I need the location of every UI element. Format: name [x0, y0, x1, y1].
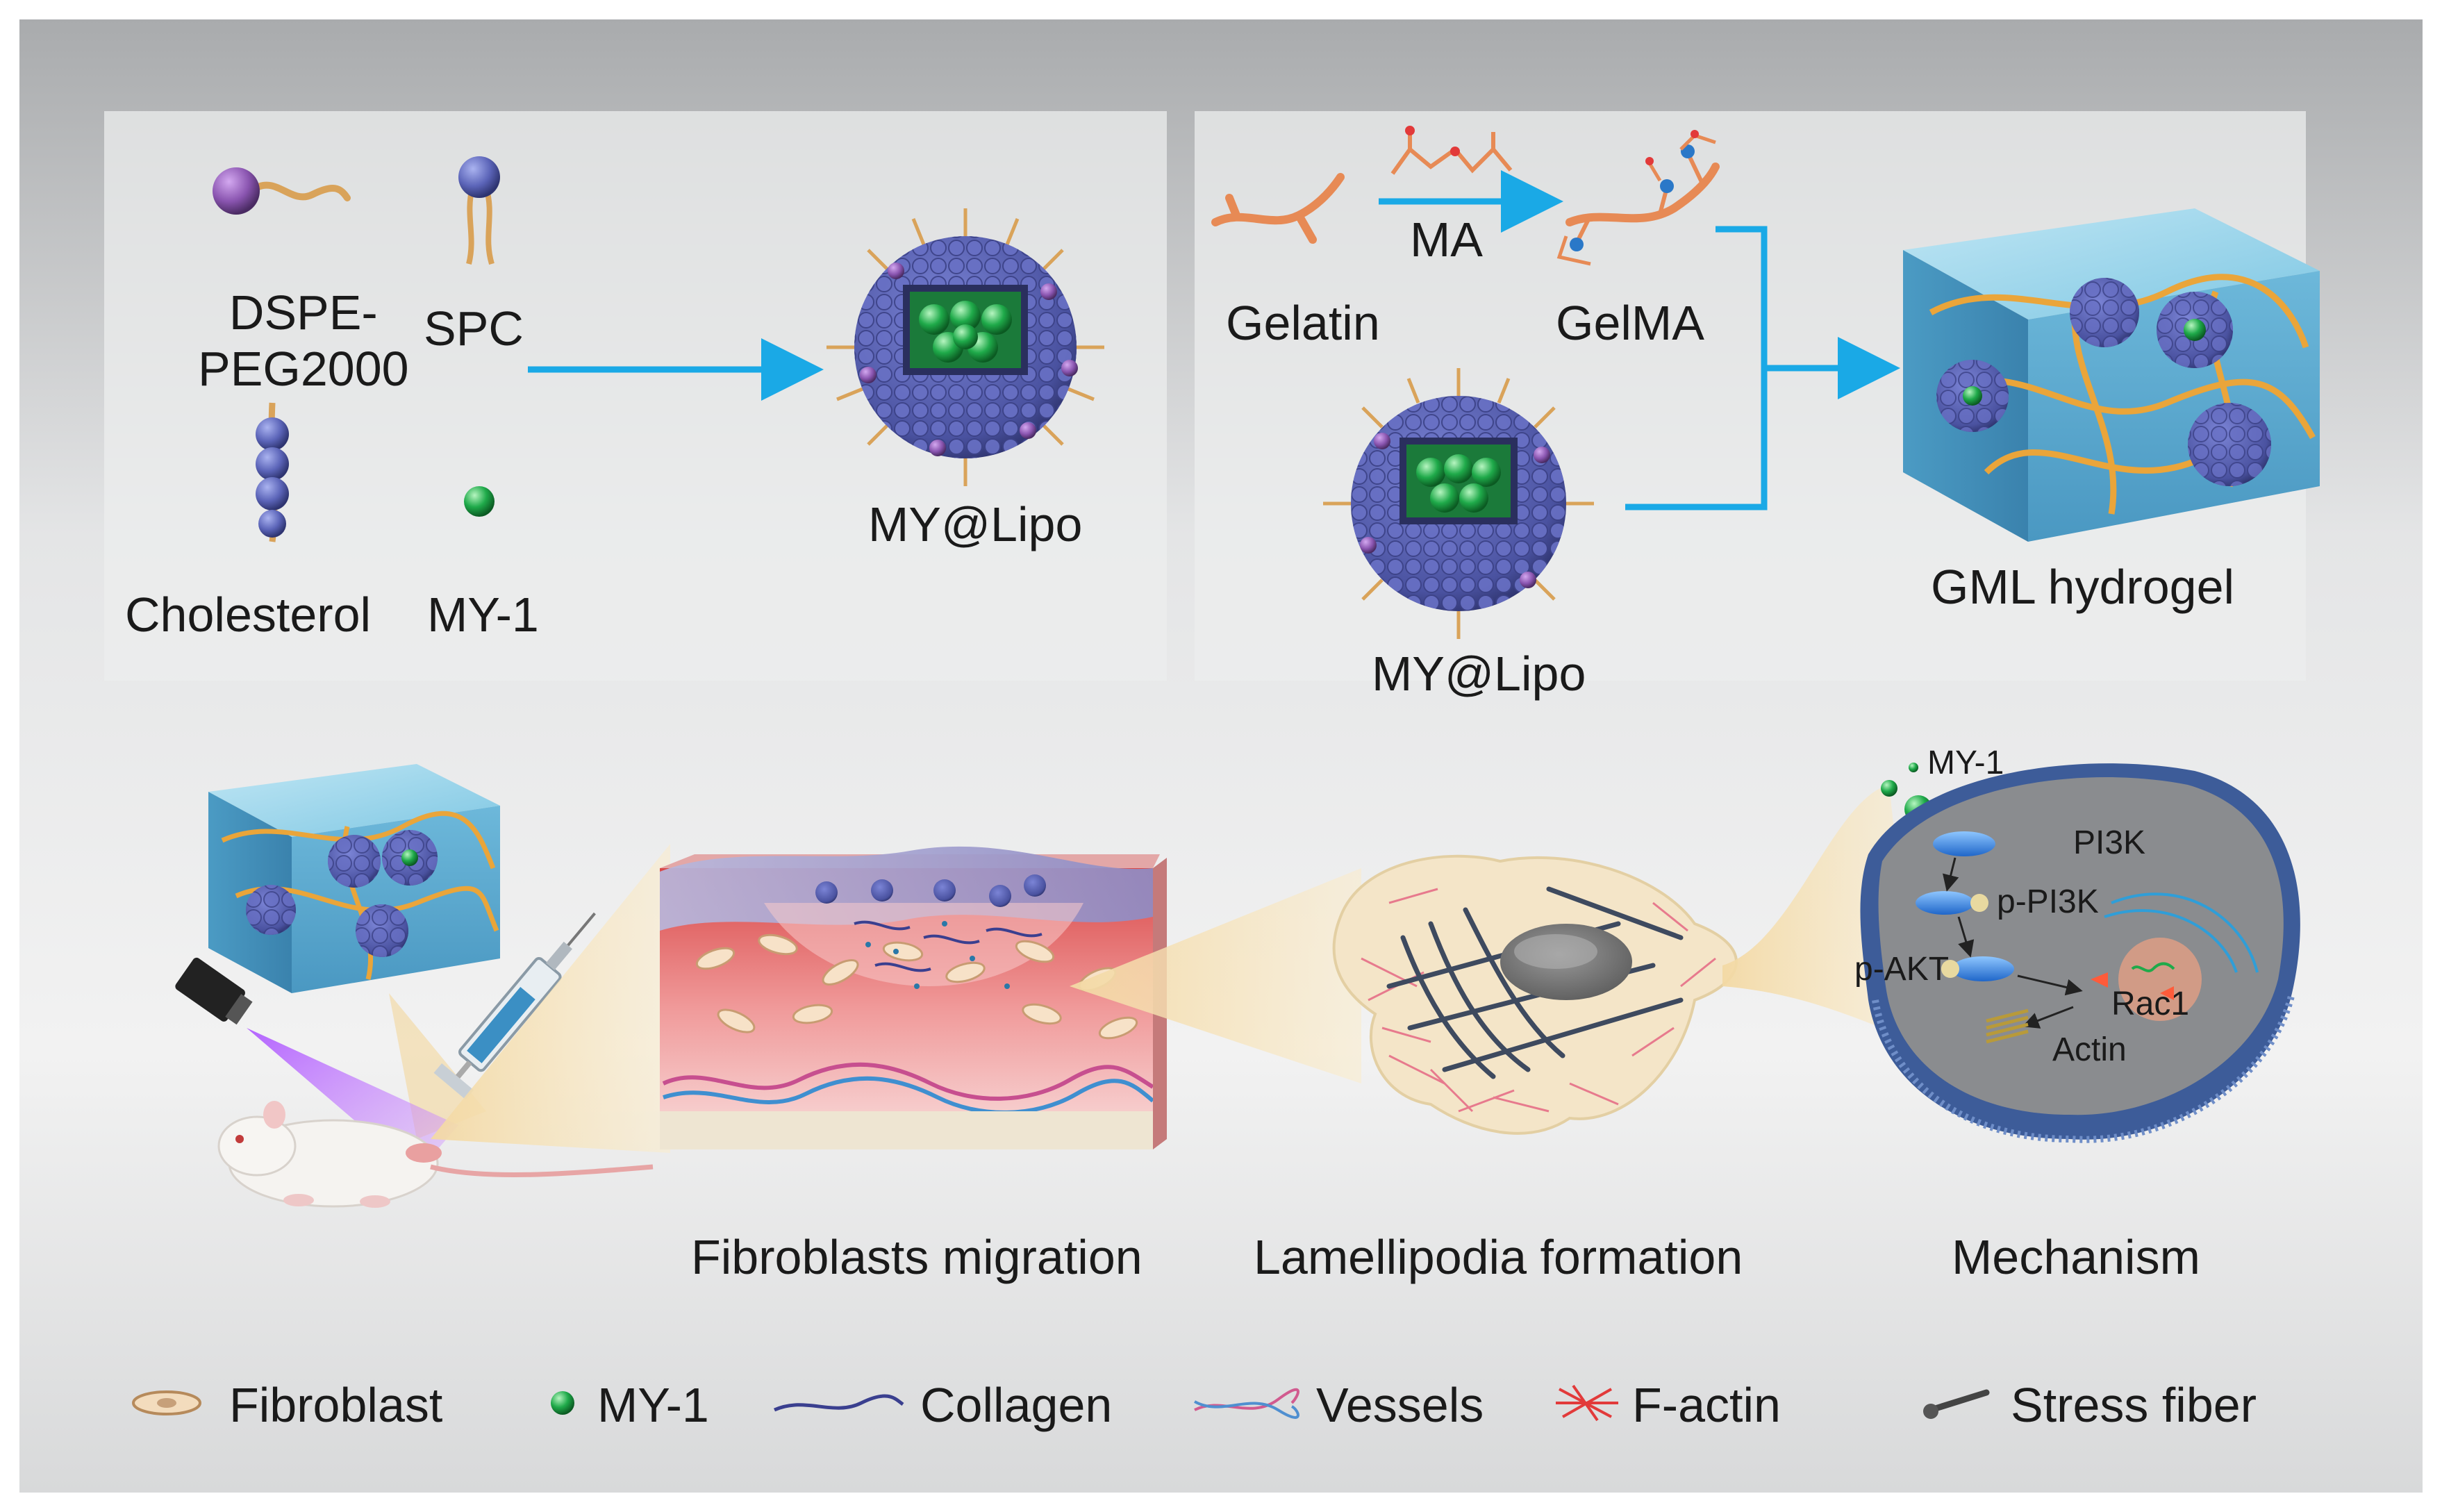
actin-filament-icon	[1986, 1008, 2029, 1044]
syringe-icon	[433, 912, 596, 1100]
arrow-pakt	[2017, 974, 2083, 996]
uv-lamp-icon	[175, 957, 253, 1025]
mechanism-cell	[1860, 763, 2300, 1143]
legend-fibroblast-label: Fibroblast	[229, 1378, 443, 1432]
legend-f-actin-label: F-actin	[1632, 1378, 1781, 1432]
cholesterol-label: Cholesterol	[125, 588, 372, 642]
spc-label: SPC	[424, 301, 524, 356]
phosphate-dot-2	[1941, 960, 1959, 978]
lamellipodia-cell	[1332, 854, 1738, 1135]
gelatin-chain-icon	[1211, 173, 1345, 244]
dspe-peg2000-icon	[213, 167, 351, 215]
actin-label: Actin	[2052, 1031, 2127, 1068]
my-lipo-label: MY@Lipo	[868, 497, 1083, 551]
gelatin-label: Gelatin	[1226, 296, 1380, 350]
fibroblasts-migration-label: Fibroblasts migration	[691, 1230, 1143, 1284]
ma-molecule-icon	[1390, 126, 1513, 175]
rac1-marker	[2091, 972, 2108, 988]
liposome-icon	[827, 208, 1104, 486]
p-akt-label: p-AKT	[1854, 951, 1950, 988]
spc-icon	[458, 156, 500, 265]
arrow-rac1	[2022, 1006, 2074, 1029]
cell-zoom-funnel	[1070, 868, 1361, 1083]
gml-hydrogel-label: GML hydrogel	[1931, 560, 2235, 614]
mouse-icon	[217, 1101, 654, 1208]
my1-dot-tiny	[1909, 763, 1918, 772]
my1-label: MY-1	[427, 588, 539, 642]
arrow-ppi3k	[1957, 916, 1975, 958]
gelma-chain-icon	[1556, 130, 1720, 266]
arrow-pi3k	[1942, 857, 1959, 892]
ma-label: MA	[1410, 213, 1483, 267]
mechanism-label: Mechanism	[1952, 1230, 2200, 1284]
legend-vessels-icon	[1194, 1388, 1299, 1419]
p-pi3k-label: p-PI3K	[1997, 883, 2099, 920]
pi3k-protein	[1933, 831, 1995, 856]
legend-stress-fiber-icon	[1923, 1389, 1990, 1419]
hydrogel-small-cube	[208, 764, 500, 993]
rac1-label: Rac1	[2111, 986, 2190, 1022]
my1-molecule-icon	[464, 486, 495, 517]
legend-fibroblast-icon	[132, 1390, 201, 1415]
legend-my1-label: MY-1	[597, 1378, 709, 1432]
p-pi3k-protein	[1916, 891, 1974, 915]
dspe-peg2000-label: DSPE- PEG2000	[198, 285, 409, 396]
mech-my1-label: MY-1	[1927, 745, 2004, 781]
legend-vessels-label: Vessels	[1316, 1378, 1484, 1432]
pi3k-label: PI3K	[2073, 824, 2146, 861]
legend-f-actin-icon	[1556, 1384, 1618, 1422]
legend-collagen-label: Collagen	[920, 1378, 1113, 1432]
my1-dot-small	[1881, 780, 1897, 797]
legend-stress-fiber-label: Stress fiber	[2011, 1378, 2257, 1432]
p-akt-protein	[1952, 956, 2014, 981]
my-lipo-label-2: MY@Lipo	[1372, 647, 1586, 701]
legend-my1-icon	[551, 1391, 574, 1415]
gml-hydrogel-cube	[1903, 208, 2320, 542]
lamellipodia-formation-label: Lamellipodia formation	[1254, 1230, 1743, 1284]
phosphate-dot	[1970, 894, 1988, 912]
gelma-label: GelMA	[1556, 296, 1704, 350]
legend-collagen-icon	[773, 1394, 904, 1412]
liposome-icon-2	[1323, 368, 1594, 639]
cholesterol-icon	[256, 402, 289, 542]
skin-tissue-block	[660, 846, 1167, 1149]
skin-zoom-funnel	[431, 844, 670, 1153]
